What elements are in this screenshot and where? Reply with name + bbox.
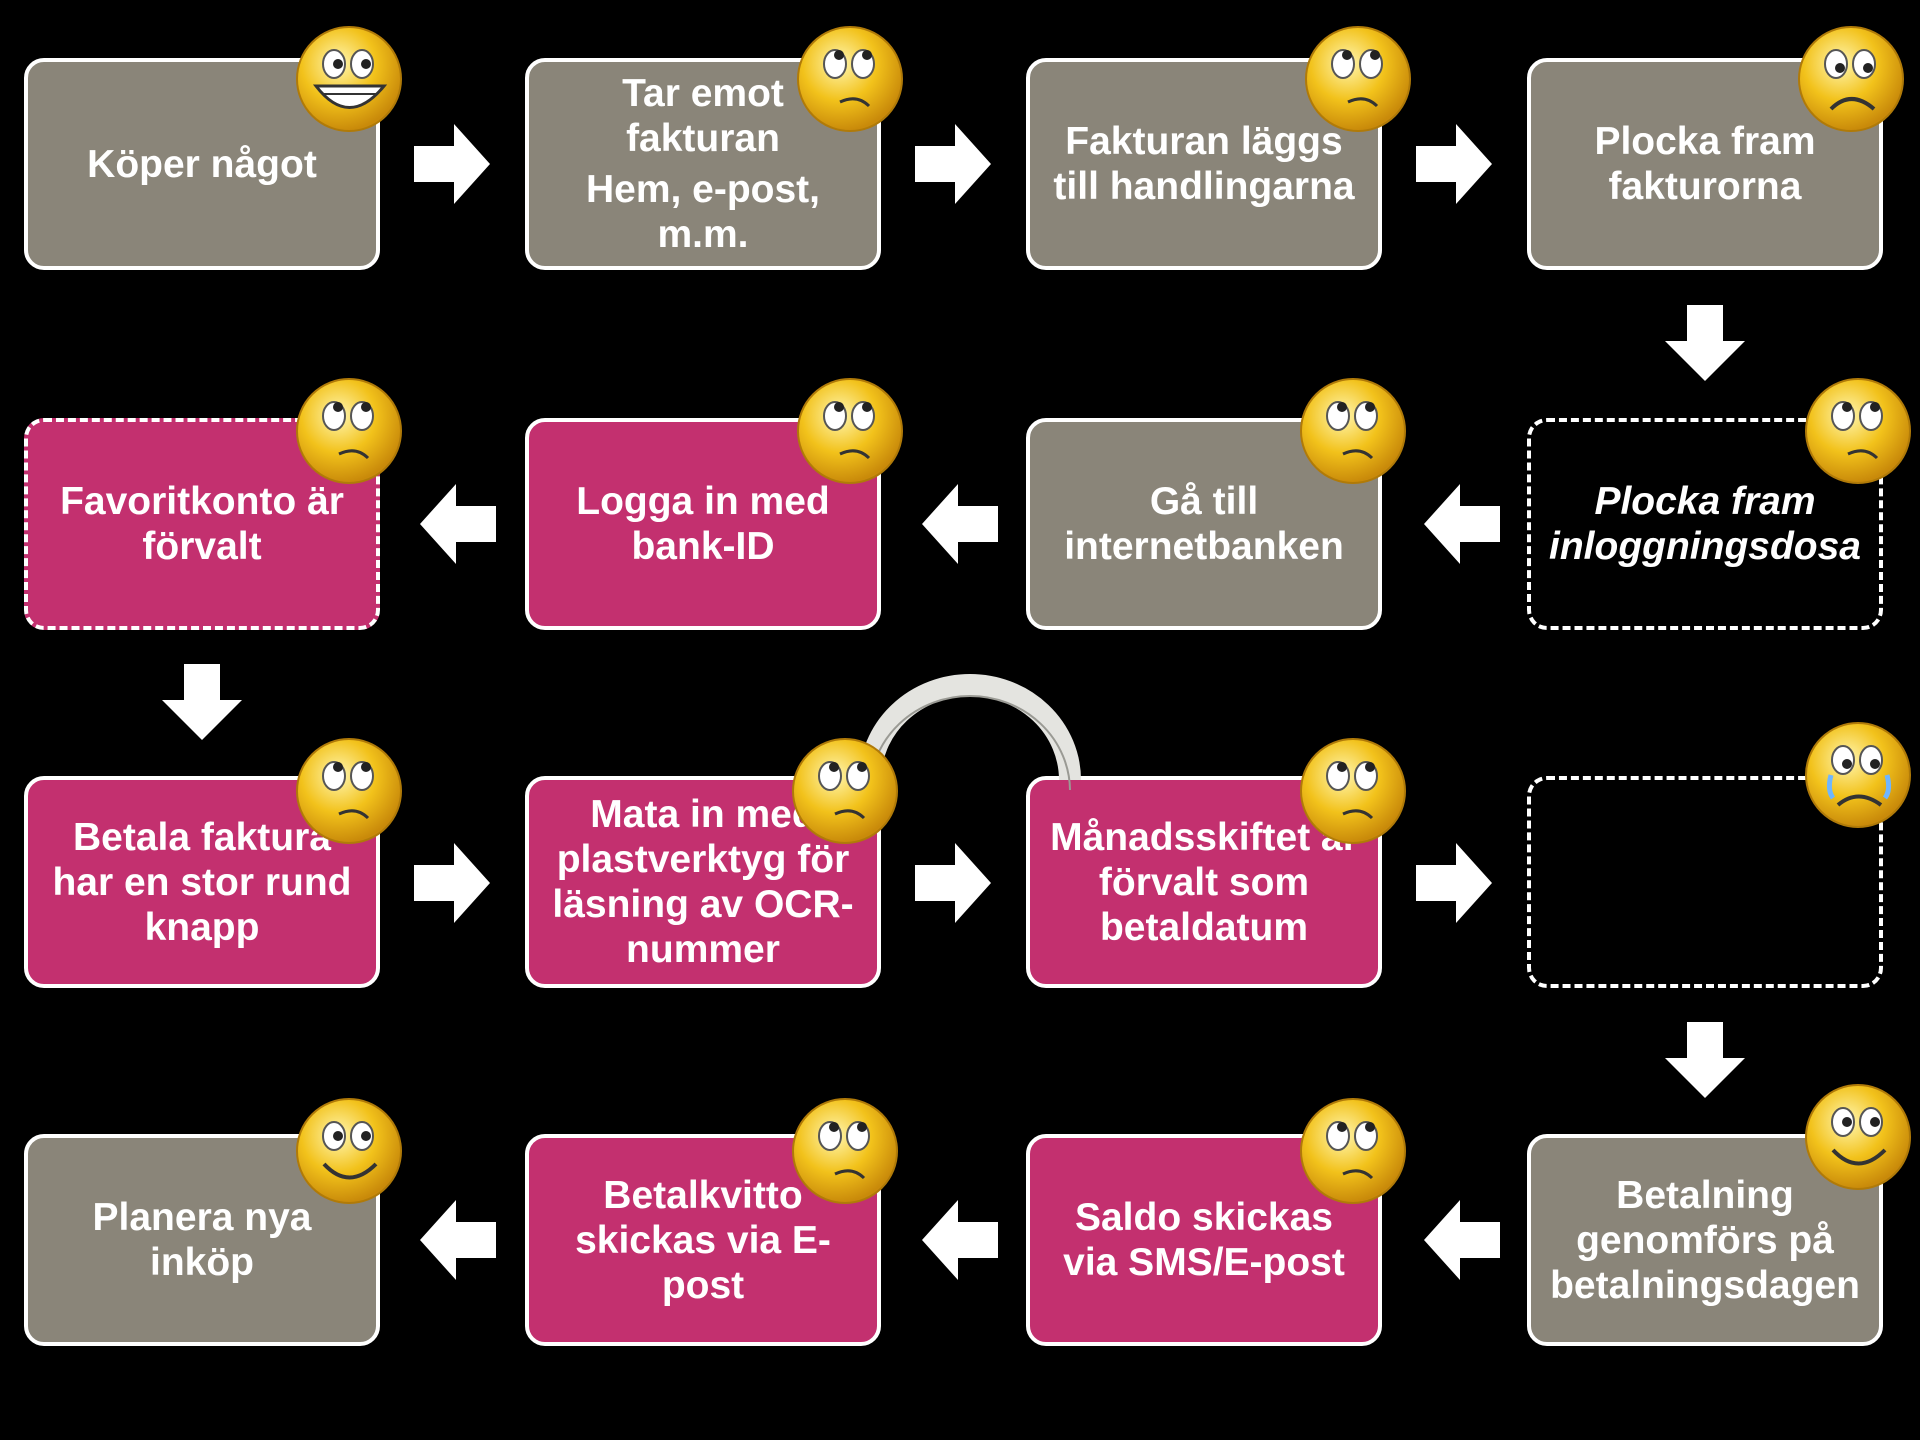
step-label: Tar emot fakturan — [622, 72, 784, 160]
arrow-right-icon — [1416, 124, 1492, 204]
step-label: Betalning genomförs på betalningsdagen — [1550, 1173, 1860, 1307]
grin-face-icon — [294, 24, 404, 134]
arrow-right-icon — [915, 124, 991, 204]
arrow-right-icon — [915, 843, 991, 923]
eyeroll-face-icon — [1298, 736, 1408, 846]
arrow-right-icon — [414, 124, 490, 204]
step-label: Månadsskiftet är förvalt som betaldatum — [1050, 815, 1358, 949]
arrow-right-icon — [414, 843, 490, 923]
arrow-left-icon — [1424, 484, 1500, 564]
step-box-betala-faktura: Betala faktura har en stor rund knapp — [24, 776, 380, 988]
eyeroll-face-icon — [1298, 1096, 1408, 1206]
step-sublabel: Hem, e-post, m.m. — [585, 168, 821, 256]
step-label: Mata in med plastverktyg för läsning av … — [552, 793, 854, 971]
sad-face-icon — [1796, 24, 1906, 134]
arrow-right-icon — [1416, 843, 1492, 923]
step-label: Logga in med bank-ID — [576, 480, 830, 568]
step-box-betalkvitto: Betalkvitto skickas via E- post — [525, 1134, 881, 1346]
loop-arrow — [859, 674, 1081, 790]
eyeroll-face-icon — [790, 736, 900, 846]
eyeroll-face-icon — [1803, 376, 1913, 486]
smile-face-icon — [1803, 1082, 1913, 1192]
arrow-down-icon — [1665, 305, 1745, 381]
step-label: Plocka fram fakturorna — [1594, 120, 1816, 208]
arrow-left-icon — [420, 484, 496, 564]
step-label: Plocka fram inloggningsdosa — [1549, 480, 1861, 568]
step-label: Köper något — [87, 142, 317, 186]
step-label: Saldo skickas via SMS/E-post — [1063, 1196, 1345, 1284]
arrow-left-icon — [420, 1200, 496, 1280]
step-label: Favoritkonto är förvalt — [60, 480, 344, 568]
step-label: Betala faktura har en stor rund knapp — [52, 815, 352, 949]
arrow-down-icon — [1665, 1022, 1745, 1098]
step-label: Betalkvitto skickas via E- post — [575, 1173, 831, 1307]
eyeroll-face-icon — [1298, 376, 1408, 486]
eyeroll-face-icon — [294, 736, 404, 846]
step-label: Planera nya inköp — [92, 1196, 312, 1284]
eyeroll-face-icon — [795, 24, 905, 134]
arrow-left-icon — [922, 1200, 998, 1280]
eyeroll-face-icon — [294, 376, 404, 486]
step-label: Fakturan läggs till handlingarna — [1053, 120, 1355, 208]
smile-face-icon — [294, 1096, 404, 1206]
step-label: Gå till internetbanken — [1064, 480, 1344, 568]
eyeroll-face-icon — [795, 376, 905, 486]
eyeroll-face-icon — [790, 1096, 900, 1206]
crying-face-icon — [1803, 720, 1913, 830]
eyeroll-face-icon — [1303, 24, 1413, 134]
arrow-down-icon — [162, 664, 242, 740]
step-box-betalning-genomfors: Betalning genomförs på betalningsdagen — [1527, 1134, 1883, 1346]
arrow-left-icon — [922, 484, 998, 564]
arrow-left-icon — [1424, 1200, 1500, 1280]
